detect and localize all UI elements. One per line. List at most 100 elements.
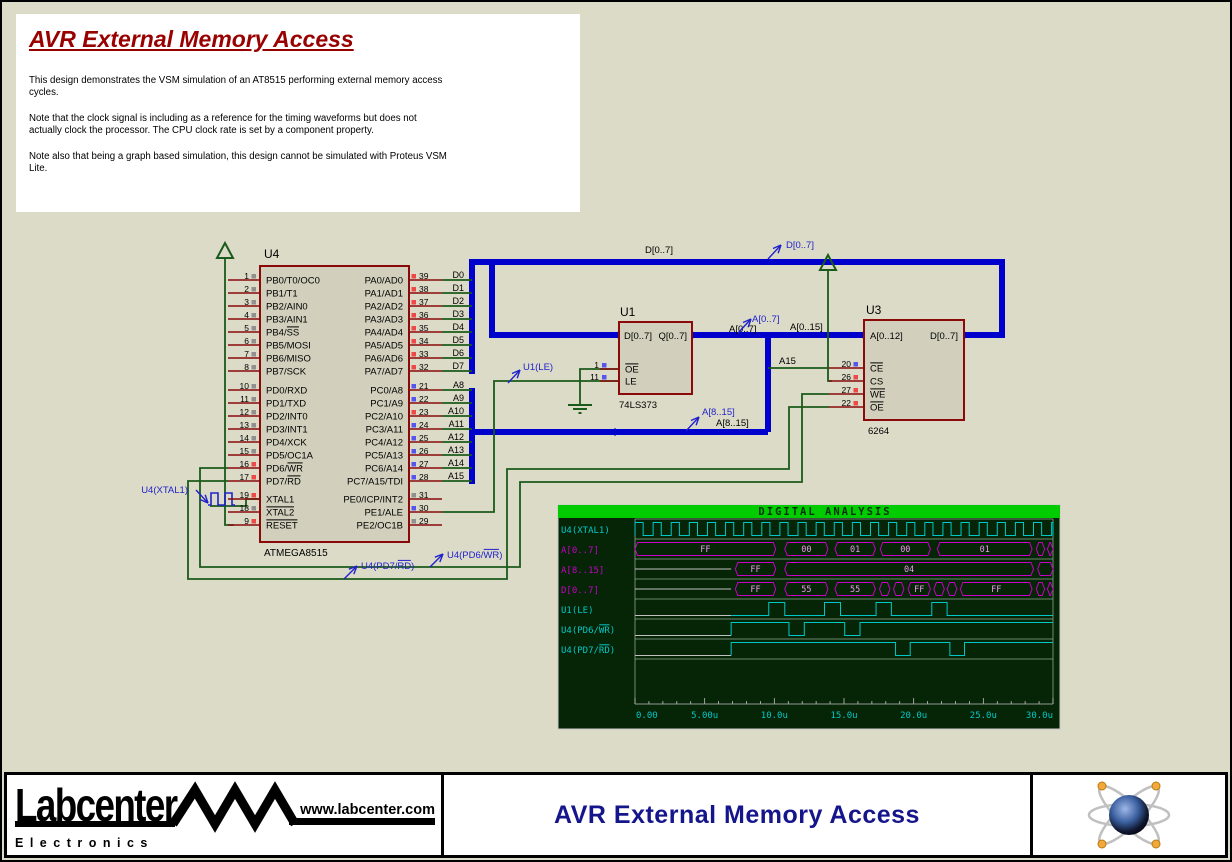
atom-nucleus (1109, 795, 1149, 835)
probe-label[interactable]: D[0..7] (786, 240, 814, 251)
probe-label[interactable]: A[0..7] (752, 314, 779, 325)
wire[interactable] (442, 380, 619, 513)
net-label: D7 (452, 361, 464, 371)
voltage-probe[interactable]: D[0..7] (767, 240, 814, 260)
pin-state-square (411, 384, 416, 389)
pin-name: PC2/A10 (365, 412, 403, 423)
probe-label[interactable]: U4(PD7/RD) (361, 561, 414, 572)
net-label: A8 (453, 380, 464, 390)
pin-number: 5 (244, 323, 249, 333)
info-paragraph: Note also that being a graph based simul… (29, 150, 447, 175)
trace-label[interactable]: U4(XTAL1) (561, 526, 610, 536)
pin-name: PA4/AD4 (365, 328, 403, 339)
pin-state-square (411, 313, 416, 318)
pin-name: PB4/SS (266, 328, 299, 339)
trace-bus-segment (1035, 542, 1046, 556)
bus[interactable] (469, 259, 1005, 374)
wire[interactable] (199, 393, 829, 568)
bus-pin-name: A[0..12] (870, 331, 903, 342)
bus-value: FF (700, 545, 710, 555)
brand-url[interactable]: www.labcenter.com (299, 802, 435, 818)
bus-group (469, 259, 1005, 484)
pin-name: PD2/INT0 (266, 412, 308, 423)
pin-name: PE1/ALE (364, 508, 403, 519)
pin-name: XTAL1 (266, 495, 294, 506)
probe-label[interactable]: U4(PD6/WR) (447, 550, 502, 561)
pin-number: 24 (419, 420, 429, 430)
pin-number: 30 (419, 503, 429, 513)
component-value: 6264 (868, 426, 889, 437)
wire[interactable] (187, 406, 829, 580)
pin-name: PB7/SCK (266, 367, 307, 378)
voltage-probe[interactable]: A[0..7] (737, 314, 779, 334)
pin-state-square (251, 300, 256, 305)
footer-bar: Labcenter www.labcenter.com Electronics … (4, 772, 1228, 858)
wire[interactable] (224, 258, 234, 526)
bus-net-label: A[0..7] (729, 324, 756, 335)
wire[interactable] (827, 270, 832, 382)
trace-label[interactable]: A[0..7] (561, 546, 599, 556)
power-terminal-icon[interactable] (215, 240, 235, 259)
voltage-probe[interactable]: U4(XTAL1) (141, 485, 209, 504)
voltage-probe[interactable]: U4(PD6/WR) (429, 548, 502, 568)
net-label: A14 (448, 458, 464, 468)
bus-value: 55 (801, 585, 811, 595)
bus-value: 55 (850, 585, 860, 595)
power-terminal-icon[interactable] (818, 252, 838, 271)
pin-name: PA0/AD0 (365, 276, 403, 287)
bus-value: 00 (900, 545, 910, 555)
bus[interactable] (489, 262, 619, 338)
trace-label[interactable]: U1(LE) (561, 606, 594, 616)
sheet-title: AVR External Memory Access (554, 800, 920, 829)
pin-number: 10 (240, 381, 250, 391)
labcenter-logo: Labcenter www.labcenter.com Electronics (7, 775, 444, 855)
trace-bus-segment (834, 542, 876, 556)
component-ref: U3 (866, 303, 882, 317)
trace-label[interactable]: U4(PD7/RD) (561, 646, 615, 656)
pin-name: OE (870, 403, 884, 414)
pin-number: 22 (842, 398, 852, 408)
pin-name: PB1/T1 (266, 289, 298, 300)
trace-bus-segment (834, 582, 876, 596)
pin-number: 22 (419, 394, 429, 404)
graph-title-bar[interactable] (558, 505, 1060, 518)
voltage-probe[interactable]: A[8..15] (685, 407, 735, 432)
pin-name: PE2/OC1B (357, 521, 403, 532)
bus-value: FF (750, 565, 760, 575)
pin-number: 34 (419, 336, 429, 346)
net-label: D2 (452, 296, 464, 306)
pin-name: PD3/INT1 (266, 425, 308, 436)
bus-net-label: D[0..7] (645, 245, 673, 256)
probe-label[interactable]: A[8..15] (702, 407, 735, 418)
bus-value: FF (914, 585, 924, 595)
trace-label[interactable]: A[8..15] (561, 566, 604, 576)
trace-label[interactable]: D[0..7] (561, 586, 599, 596)
pin-name: PA1/AD1 (365, 289, 403, 300)
pin-number: 13 (240, 420, 250, 430)
pin-state-square (853, 388, 858, 393)
pin-state-square (251, 287, 256, 292)
trace-label[interactable]: U4(PD6/WR) (561, 626, 615, 636)
voltage-probe[interactable]: U1(LE) (507, 362, 553, 384)
pin-name: PC4/A12 (365, 438, 403, 449)
pin-number: 20 (842, 359, 852, 369)
pin-number: 27 (419, 459, 429, 469)
net-label: A9 (453, 393, 464, 403)
pin-name: PC3/A11 (366, 425, 403, 436)
pin-number: 23 (419, 407, 429, 417)
net-label: D5 (452, 335, 464, 345)
axis-tick-label: 20.0u (900, 711, 927, 721)
probe-label[interactable]: U1(LE) (523, 362, 553, 373)
pin-state-square (411, 506, 416, 511)
pin-state-square (251, 462, 256, 467)
wire[interactable] (579, 368, 619, 405)
pin-name: PE0/ICP/INT2 (343, 495, 403, 506)
voltage-probe[interactable]: U4(PD7/RD) (343, 559, 414, 580)
probe-label[interactable]: U4(XTAL1) (141, 485, 188, 496)
net-label: D4 (452, 322, 464, 332)
